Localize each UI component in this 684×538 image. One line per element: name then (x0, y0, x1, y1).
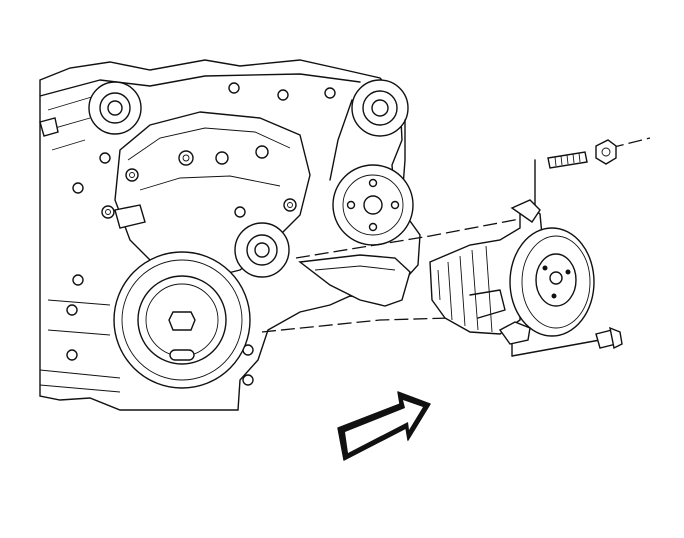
idler-pulley-upper (88, 81, 142, 135)
crankshaft-balancer (113, 251, 251, 389)
nut (595, 139, 617, 165)
water-pump-pulley (332, 164, 414, 246)
bolt (595, 326, 623, 350)
engine-front (39, 59, 421, 411)
idler-pulley-lower (234, 222, 290, 278)
stud (547, 151, 588, 169)
compressor-clutch (509, 227, 595, 337)
view-arrow (337, 391, 431, 461)
tensioner-pulley (351, 79, 409, 137)
ac-compressor (429, 199, 595, 345)
